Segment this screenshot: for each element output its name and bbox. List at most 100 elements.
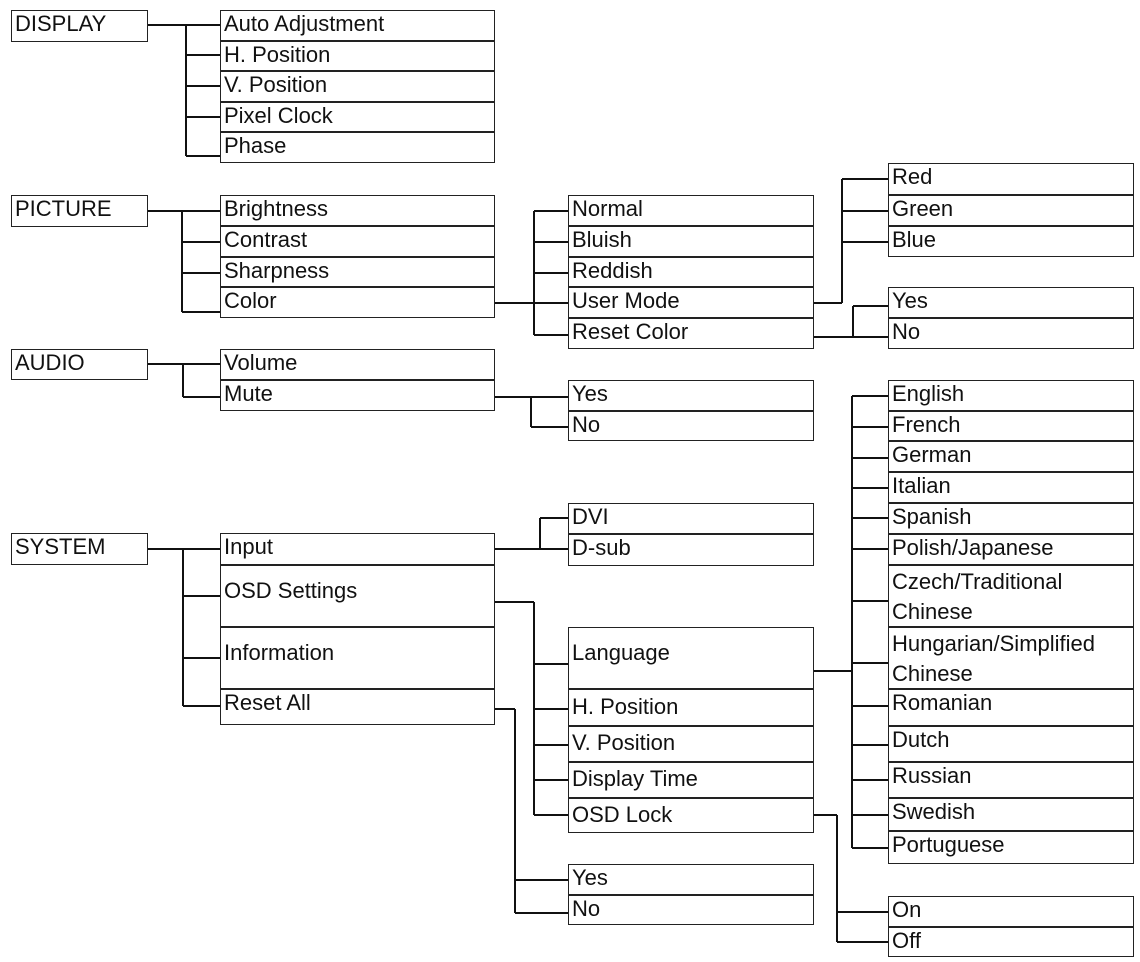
mute-no: No [568, 411, 814, 441]
color-mode-label: User Mode [572, 288, 680, 313]
language-german: German [888, 441, 1134, 472]
menu-display-label: DISPLAY [15, 11, 107, 36]
system-item-reset-all: Reset All [220, 689, 495, 725]
reset-all-yes: Yes [568, 864, 814, 895]
display-item-label: Phase [224, 133, 287, 158]
language-label: Portuguese [892, 832, 1005, 857]
osd-lock-label: Off [892, 928, 921, 953]
menu-picture-label: PICTURE [15, 196, 112, 221]
osd-item-display-time: Display Time [568, 762, 814, 798]
language-label: Russian [892, 763, 972, 788]
language-portuguese: Portuguese [888, 831, 1134, 864]
menu-audio: AUDIO [11, 349, 148, 380]
osd-item-label: V. Position [572, 730, 676, 755]
language-czech-traditional-chinese: Czech/Traditional Chinese [888, 565, 1134, 627]
display-item-phase: Phase [220, 132, 495, 163]
display-item-auto-adjustment: Auto Adjustment [220, 10, 495, 41]
input-d-sub: D-sub [568, 534, 814, 566]
language-label: Hungarian/Simplified Chinese [892, 631, 1095, 686]
language-label: Czech/Traditional Chinese [892, 569, 1063, 624]
color-mode-bluish: Bluish [568, 226, 814, 257]
user-mode-green: Green [888, 195, 1134, 226]
color-mode-reddish: Reddish [568, 257, 814, 287]
language-italian: Italian [888, 472, 1134, 503]
language-label: Swedish [892, 799, 976, 824]
color-mode-label: Normal [572, 196, 643, 221]
display-item-v-position: V. Position [220, 71, 495, 102]
system-item-label: Input [224, 534, 273, 559]
input-dvi: DVI [568, 503, 814, 534]
reset-color-no: No [888, 318, 1134, 349]
user-mode-label: Green [892, 196, 954, 221]
display-item-label: Pixel Clock [224, 103, 333, 128]
language-label: French [892, 412, 961, 437]
reset-color-label: No [892, 319, 921, 344]
user-mode-red: Red [888, 163, 1134, 195]
menu-system-label: SYSTEM [15, 534, 106, 559]
language-label: Dutch [892, 727, 950, 752]
audio-item-volume: Volume [220, 349, 495, 380]
picture-item-label: Color [224, 288, 277, 313]
osd-item-h-position: H. Position [568, 689, 814, 726]
language-polish-japanese: Polish/Japanese [888, 534, 1134, 565]
language-swedish: Swedish [888, 798, 1134, 831]
language-label: German [892, 442, 972, 467]
picture-item-label: Contrast [224, 227, 308, 252]
audio-item-label: Volume [224, 350, 298, 375]
osd-item-osd-lock: OSD Lock [568, 798, 814, 833]
language-label: English [892, 381, 965, 406]
language-label: Polish/Japanese [892, 535, 1054, 560]
color-mode-label: Reset Color [572, 319, 689, 344]
language-dutch: Dutch [888, 726, 1134, 762]
menu-display: DISPLAY [11, 10, 148, 42]
audio-item-mute: Mute [220, 380, 495, 411]
audio-item-label: Mute [224, 381, 273, 406]
system-item-label: OSD Settings [224, 578, 358, 603]
system-item-input: Input [220, 533, 495, 565]
display-item-label: V. Position [224, 72, 328, 97]
display-item-label: H. Position [224, 42, 331, 67]
language-french: French [888, 411, 1134, 441]
display-item-label: Auto Adjustment [224, 11, 385, 36]
osd-item-v-position: V. Position [568, 726, 814, 762]
reset-color-label: Yes [892, 288, 928, 313]
reset-all-label: No [572, 896, 601, 921]
color-mode-normal: Normal [568, 195, 814, 226]
input-option-label: D-sub [572, 535, 631, 560]
color-mode-user-mode: User Mode [568, 287, 814, 318]
system-item-information: Information [220, 627, 495, 689]
language-label: Romanian [892, 690, 993, 715]
input-option-label: DVI [572, 504, 609, 529]
user-mode-blue: Blue [888, 226, 1134, 257]
user-mode-label: Red [892, 164, 933, 189]
osd-item-label: H. Position [572, 694, 679, 719]
mute-option-label: Yes [572, 381, 608, 406]
osd-item-label: OSD Lock [572, 802, 673, 827]
language-hungarian-simplified-chinese: Hungarian/Simplified Chinese [888, 627, 1134, 689]
reset-all-no: No [568, 895, 814, 925]
menu-system: SYSTEM [11, 533, 148, 565]
picture-item-label: Brightness [224, 196, 328, 221]
osd-item-language: Language [568, 627, 814, 689]
display-item-h-position: H. Position [220, 41, 495, 71]
picture-item-sharpness: Sharpness [220, 257, 495, 287]
mute-yes: Yes [568, 380, 814, 411]
menu-picture: PICTURE [11, 195, 148, 227]
system-item-label: Reset All [224, 690, 311, 715]
user-mode-label: Blue [892, 227, 937, 252]
language-russian: Russian [888, 762, 1134, 798]
color-mode-label: Bluish [572, 227, 632, 252]
picture-item-label: Sharpness [224, 258, 330, 283]
osd-lock-off: Off [888, 927, 1134, 957]
language-label: Spanish [892, 504, 972, 529]
system-item-osd-settings: OSD Settings [220, 565, 495, 627]
reset-all-label: Yes [572, 865, 608, 890]
picture-item-contrast: Contrast [220, 226, 495, 257]
language-english: English [888, 380, 1134, 411]
osd-item-label: Display Time [572, 766, 698, 791]
menu-audio-label: AUDIO [15, 350, 85, 375]
reset-color-yes: Yes [888, 287, 1134, 318]
mute-option-label: No [572, 412, 601, 437]
